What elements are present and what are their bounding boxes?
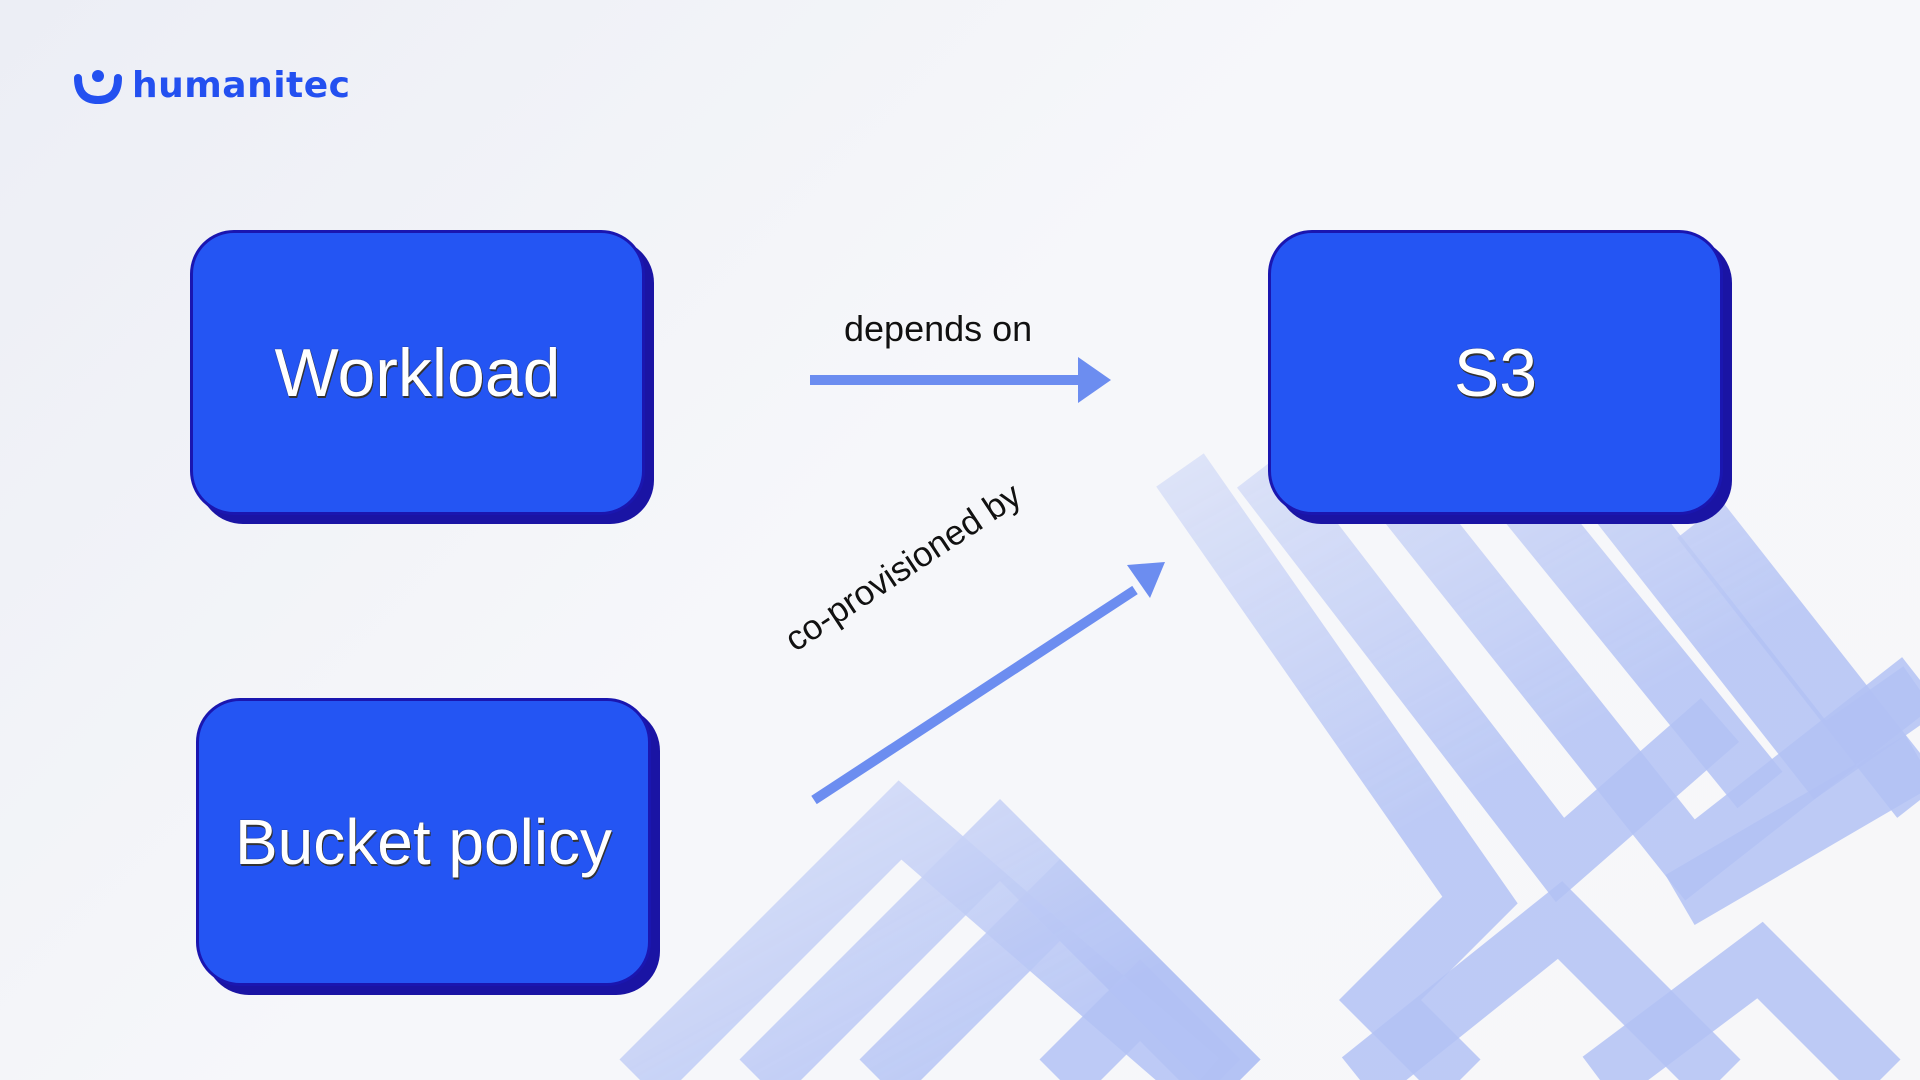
edge-co-provisioned-by xyxy=(811,562,1165,805)
humanitec-logo-icon xyxy=(74,70,122,104)
background-stripe xyxy=(1477,451,1783,809)
background-stripe xyxy=(1039,958,1241,1080)
node-bucket-policy[interactable]: Bucket policy xyxy=(196,698,651,986)
edge-depends-on-arrowhead xyxy=(1078,357,1111,403)
node-bucket-policy-label: Bucket policy xyxy=(234,806,613,878)
edge-depends-on xyxy=(810,357,1111,403)
edge-label-depends-on: depends on xyxy=(844,308,1033,349)
background-stripe xyxy=(1237,452,1740,903)
edge-co-provisioned-by-arrowhead xyxy=(1127,562,1165,598)
node-workload-label: Workload xyxy=(274,334,561,411)
node-workload[interactable]: Workload xyxy=(190,230,645,515)
background-stripe xyxy=(1582,921,1901,1080)
node-s3[interactable]: S3 xyxy=(1268,230,1723,515)
background-stripe xyxy=(619,780,1219,1080)
background-stripe xyxy=(1665,734,1920,926)
brand-logo[interactable]: humanitec xyxy=(74,64,351,108)
brand-name: humanitec xyxy=(132,65,351,106)
edge-co-provisioned-by-line xyxy=(811,585,1138,805)
node-s3-label: S3 xyxy=(1453,334,1538,411)
